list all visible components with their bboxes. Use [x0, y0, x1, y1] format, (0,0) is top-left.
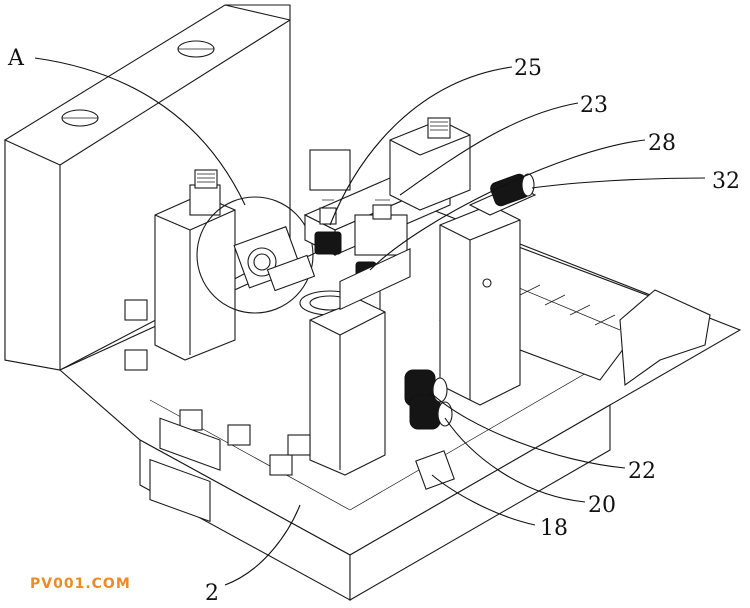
leader-22: [429, 391, 626, 469]
leader-18: [431, 474, 536, 526]
label-28: 28: [648, 131, 676, 156]
label-32: 32: [712, 169, 740, 194]
reference-labels: A 25 23 28 32 22 20 18 2: [7, 46, 740, 606]
leader-2: [224, 504, 301, 586]
label-a: A: [7, 46, 25, 71]
leader-a: [34, 57, 246, 206]
leader-32: [531, 177, 706, 189]
front-column: [309, 299, 455, 490]
detail-circle-a: [196, 196, 316, 314]
left-column: [154, 169, 236, 361]
label-25: 25: [514, 56, 542, 81]
leader-28: [369, 139, 646, 271]
left-motor: [194, 169, 218, 189]
watermark: PV001.COM: [30, 576, 131, 592]
leader-lines: [34, 57, 706, 586]
label-2: 2: [205, 581, 219, 606]
spindle-motor-25: [314, 231, 342, 255]
leader-20: [444, 417, 586, 503]
label-22: 22: [628, 459, 656, 484]
label-18: 18: [540, 516, 568, 541]
leader-25: [329, 66, 513, 226]
label-23: 23: [580, 93, 608, 118]
leader-23: [399, 102, 579, 196]
rear-motor: [427, 117, 451, 139]
base-servos: [124, 248, 411, 476]
label-20: 20: [588, 493, 616, 518]
motor-18: [415, 450, 455, 490]
